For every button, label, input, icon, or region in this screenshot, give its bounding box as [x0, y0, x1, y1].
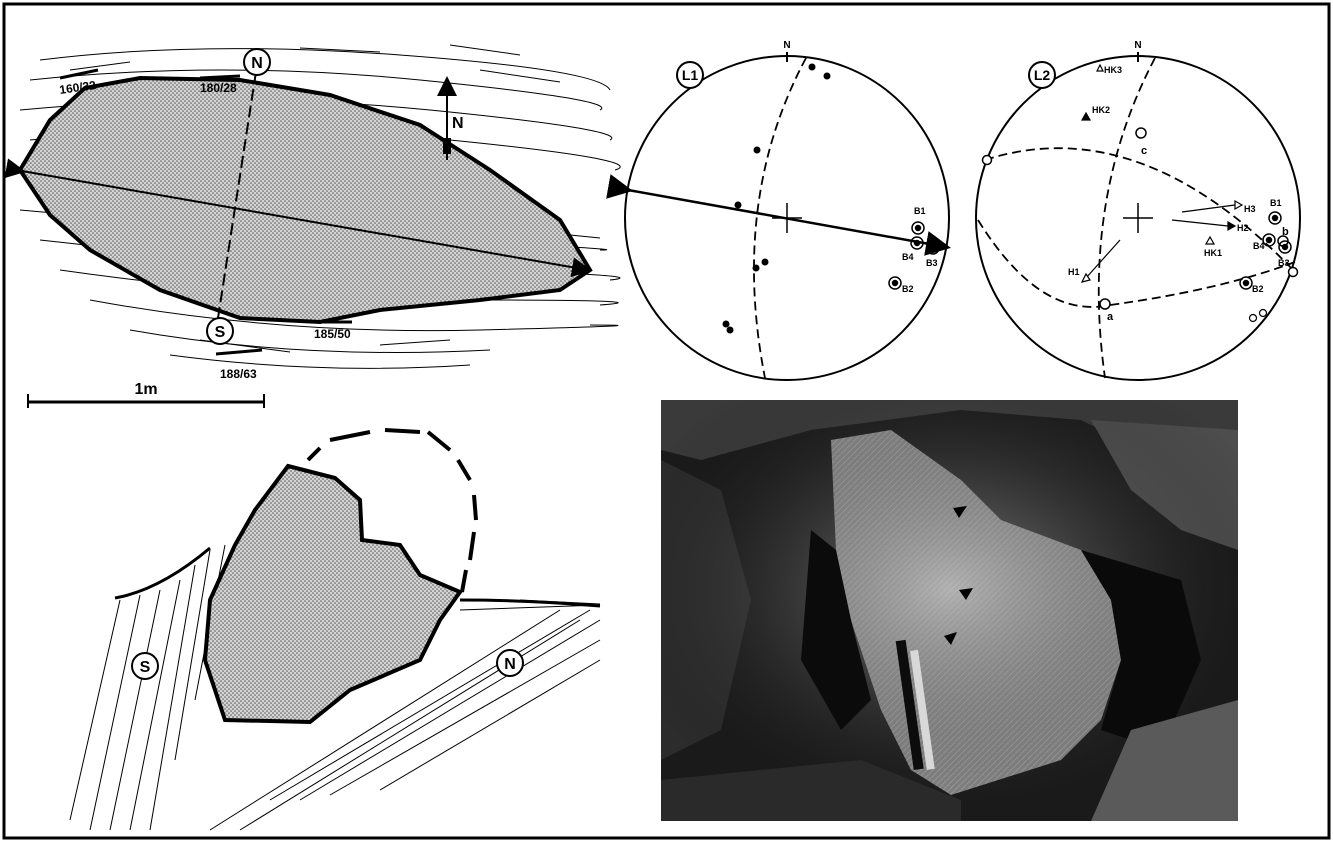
attitude-label: 188/63 — [220, 367, 257, 381]
scale-label: 1m — [134, 381, 157, 398]
l2-label: H3 — [1244, 204, 1256, 214]
l1-title: L1 — [682, 67, 699, 83]
l1-point-label: B3 — [926, 258, 938, 268]
l2-label: HK1 — [1204, 248, 1222, 258]
field-photo-image — [661, 400, 1238, 821]
l2-label: c — [1141, 145, 1147, 157]
l2-label: H2 — [1237, 223, 1249, 233]
section-south-label: S — [140, 659, 151, 676]
l1-point-label: B1 — [914, 206, 926, 216]
l2-label: HK2 — [1092, 105, 1110, 115]
l2-label: B2 — [1252, 284, 1264, 294]
north-marker-label: N — [251, 55, 263, 72]
l2-label: H1 — [1068, 267, 1080, 277]
l2-label: B4 — [1253, 241, 1265, 251]
l2-label: HK3 — [1104, 65, 1122, 75]
l1-point-label: B2 — [902, 284, 914, 294]
south-marker-label: S — [215, 324, 226, 341]
north-arrow-icon — [443, 80, 451, 160]
section-north-label: N — [504, 656, 516, 673]
attitude-label: 180/28 — [200, 81, 237, 95]
section-clast — [205, 466, 460, 722]
clast-outline — [20, 78, 590, 322]
north-arrow-label: N — [452, 115, 464, 132]
l2-label: a — [1107, 311, 1114, 323]
stereonet-l2: N L2 — [976, 40, 1300, 380]
l1-north-label: N — [783, 40, 790, 51]
stereonet-l1: N L1 B1 B4 B3 B2 — [625, 40, 949, 380]
l2-north-label: N — [1134, 40, 1141, 51]
l1-point-label: B4 — [902, 252, 914, 262]
field-photo — [661, 400, 1238, 821]
section-sketch: S N — [70, 430, 600, 830]
map-sketch: 160/32 180/28 188/63 185/50 N S N 1m — [20, 45, 620, 408]
attitude-label: 185/50 — [314, 327, 351, 341]
l2-title: L2 — [1034, 67, 1051, 83]
l2-label: B3 — [1278, 258, 1290, 268]
l2-label: b — [1282, 226, 1289, 238]
l2-label: B1 — [1270, 198, 1282, 208]
